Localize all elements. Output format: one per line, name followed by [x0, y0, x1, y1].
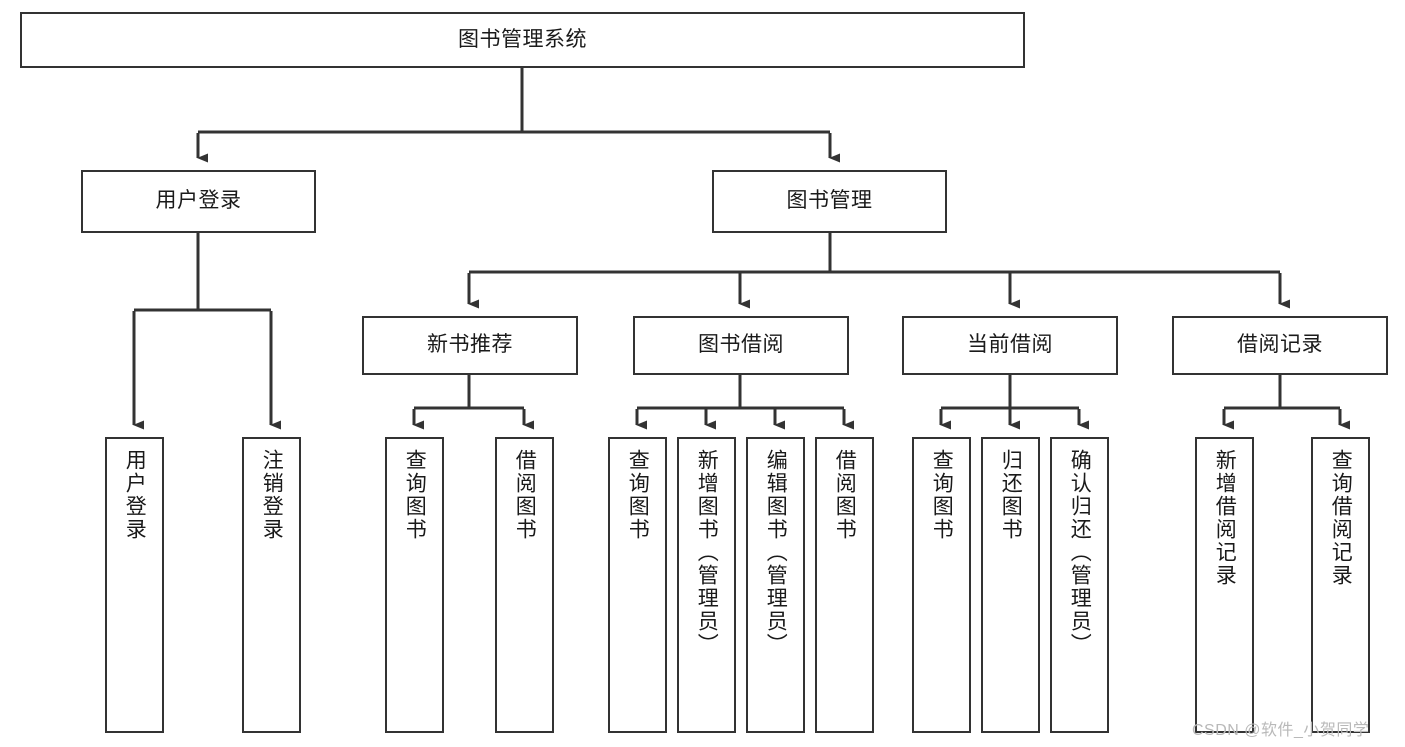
node-root-label: 图书管理系统	[458, 27, 587, 51]
node-borrow-record-label: 借阅记录	[1237, 333, 1323, 357]
leaf-query-book-3[interactable]: 查询图书	[912, 437, 971, 733]
leaf-query-record[interactable]: 查询借阅记录	[1311, 437, 1370, 733]
leaf-confirm-return[interactable]: 确认归还（管理员）	[1050, 437, 1109, 733]
node-user-login-label: 用户登录	[155, 189, 242, 213]
leaf-query-book-3-label: 查询图书	[930, 449, 954, 541]
leaf-return-book-label: 归还图书	[999, 449, 1023, 541]
node-root[interactable]: 图书管理系统	[20, 12, 1025, 68]
leaf-query-book-1-label: 查询图书	[403, 449, 427, 541]
node-current-borrow-label: 当前借阅	[967, 333, 1053, 357]
leaf-edit-book[interactable]: 编辑图书（管理员）	[746, 437, 805, 733]
leaf-edit-book-label: 编辑图书（管理员）	[764, 449, 788, 656]
leaf-logout-login[interactable]: 注销登录	[242, 437, 301, 733]
csdn-watermark: CSDN @软件_小贺同学	[1192, 722, 1370, 739]
leaf-query-record-label: 查询借阅记录	[1329, 449, 1353, 587]
leaf-add-record[interactable]: 新增借阅记录	[1195, 437, 1254, 733]
leaf-user-login[interactable]: 用户登录	[105, 437, 164, 733]
node-book-manage-label: 图书管理	[786, 189, 873, 213]
leaf-user-login-label: 用户登录	[123, 449, 147, 541]
leaf-add-book[interactable]: 新增图书（管理员）	[677, 437, 736, 733]
leaf-add-record-label: 新增借阅记录	[1213, 449, 1237, 587]
node-book-borrow-label: 图书借阅	[698, 333, 784, 357]
leaf-borrow-book-2-label: 借阅图书	[833, 449, 857, 541]
leaf-borrow-book-1-label: 借阅图书	[513, 449, 537, 541]
node-borrow-record[interactable]: 借阅记录	[1172, 316, 1388, 375]
node-user-login[interactable]: 用户登录	[81, 170, 316, 233]
node-new-book-recommend-label: 新书推荐	[427, 333, 513, 357]
node-book-borrow[interactable]: 图书借阅	[633, 316, 849, 375]
node-book-manage[interactable]: 图书管理	[712, 170, 947, 233]
leaf-return-book[interactable]: 归还图书	[981, 437, 1040, 733]
leaf-query-book-2-label: 查询图书	[626, 449, 650, 541]
leaf-borrow-book-1[interactable]: 借阅图书	[495, 437, 554, 733]
leaf-add-book-label: 新增图书（管理员）	[695, 449, 719, 656]
node-new-book-recommend[interactable]: 新书推荐	[362, 316, 578, 375]
leaf-logout-login-label: 注销登录	[260, 449, 284, 541]
leaf-query-book-2[interactable]: 查询图书	[608, 437, 667, 733]
leaf-borrow-book-2[interactable]: 借阅图书	[815, 437, 874, 733]
node-current-borrow[interactable]: 当前借阅	[902, 316, 1118, 375]
leaf-confirm-return-label: 确认归还（管理员）	[1068, 449, 1092, 656]
leaf-query-book-1[interactable]: 查询图书	[385, 437, 444, 733]
